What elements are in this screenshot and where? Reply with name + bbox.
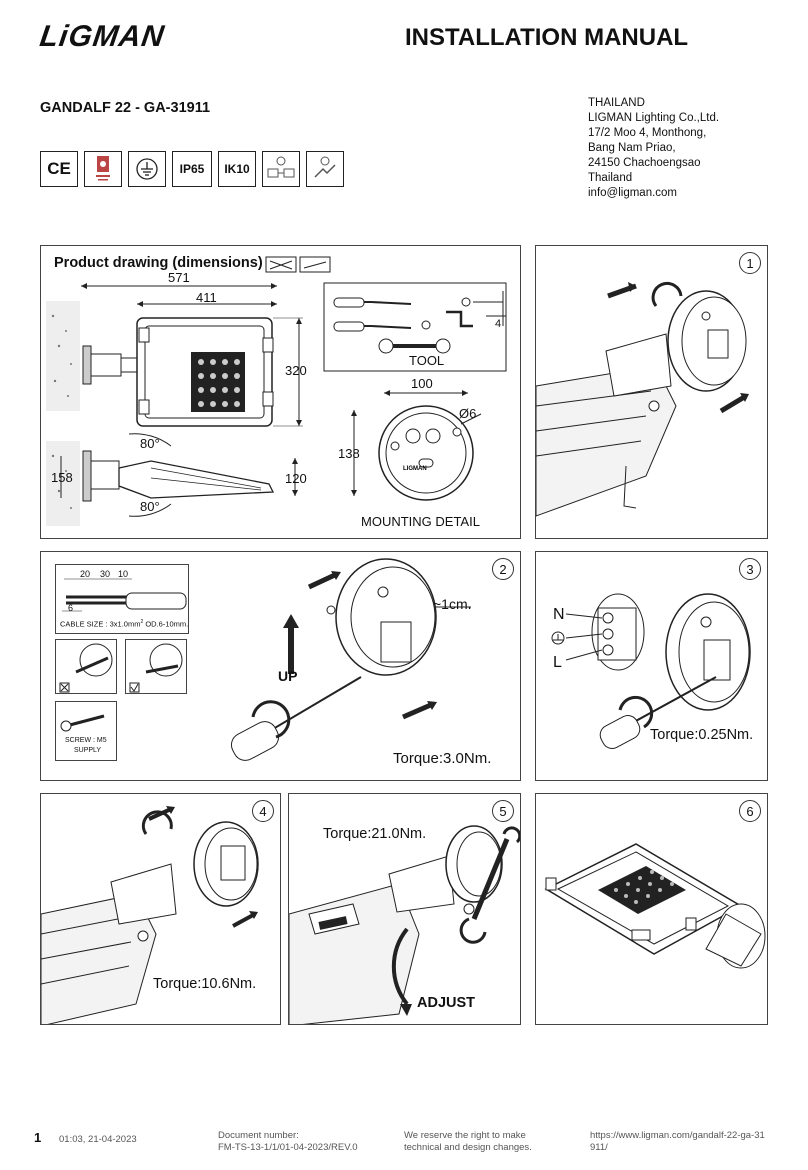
disclaimer-line: technical and design changes. bbox=[404, 1142, 532, 1153]
address-line: 17/2 Moo 4, Monthong, bbox=[588, 127, 707, 139]
screw-supply-detail: SCREW : M5 SUPPLY bbox=[55, 701, 117, 761]
step-number: 1 bbox=[739, 252, 761, 274]
print-timestamp: 01:03, 21-04-2023 bbox=[59, 1134, 137, 1145]
product-drawing-panel: Product drawing (dimensions) bbox=[40, 245, 521, 539]
disclaimer-line: We reserve the right to make bbox=[404, 1130, 526, 1141]
address-line: LIGMAN Lighting Co.,Ltd. bbox=[588, 112, 720, 124]
product-drawing-svg: LIGMAN bbox=[46, 256, 507, 526]
step-4-illustration bbox=[41, 806, 259, 1024]
step-5-torque: Torque:21.0Nm. bbox=[323, 826, 427, 842]
strip-dim-10: 10 bbox=[118, 569, 129, 579]
step-number: 2 bbox=[492, 558, 514, 580]
document-number: Document number: FM-TS-13-1/1/01-04-2023… bbox=[218, 1130, 358, 1154]
ik10-badge: IK10 bbox=[218, 151, 256, 187]
address-line: Thailand bbox=[588, 172, 633, 184]
strip-dim-6: 6 bbox=[68, 603, 74, 613]
address-line: THAILAND bbox=[588, 97, 645, 109]
page-title: INSTALLATION MANUAL bbox=[405, 24, 689, 51]
strip-dim-20: 20 bbox=[80, 569, 91, 579]
step-2-illustration bbox=[230, 558, 471, 761]
step-6-panel: 6 bbox=[535, 793, 768, 1025]
dim-320: 320 bbox=[285, 363, 307, 378]
step-1-illustration bbox=[536, 281, 749, 517]
drawing-title: Product drawing (dimensions) bbox=[54, 255, 263, 271]
driver-ip-icon bbox=[262, 151, 300, 187]
certification-row: CE IP65 IK10 bbox=[40, 151, 344, 187]
dim-100: 100 bbox=[411, 376, 433, 391]
screw-label: SCREW : M5 bbox=[65, 737, 107, 744]
angle-80-bottom: 80° bbox=[140, 499, 160, 514]
dim-diameter-6: Ø6 bbox=[459, 406, 477, 421]
cable-size-text: CABLE SIZE : 3x1.0mm2 OD.6-10mm. bbox=[60, 619, 189, 629]
docnum-label: Document number: bbox=[218, 1130, 299, 1141]
step-4-panel: 4 Torque:10.6Nm. bbox=[40, 793, 281, 1025]
product-url[interactable]: https://www.ligman.com/gandalf-22-ga-31 … bbox=[590, 1130, 765, 1154]
dim-571: 571 bbox=[168, 270, 190, 285]
step-5-panel: 5 Torque:21.0Nm. ADJUST bbox=[288, 793, 521, 1025]
docnum-value: FM-TS-13-1/1/01-04-2023/REV.0 bbox=[218, 1142, 358, 1153]
strip-dim-30: 30 bbox=[100, 569, 111, 579]
mounting-logo-text: LIGMAN bbox=[403, 466, 427, 472]
supply-label: SUPPLY bbox=[74, 747, 102, 754]
ground-protection-icon bbox=[128, 151, 166, 187]
dim-4: 4 bbox=[495, 318, 502, 330]
step-3-panel: 3 N L Torque:0.25Nm. bbox=[535, 551, 768, 781]
step-5-illustration bbox=[289, 825, 520, 1024]
wrong-mounting-detail bbox=[55, 639, 117, 694]
angle-80-top: 80° bbox=[140, 436, 160, 451]
tool-label: TOOL bbox=[409, 353, 445, 368]
disclaimer: We reserve the right to make technical a… bbox=[404, 1130, 532, 1154]
cable-od: OD.6-10mm. bbox=[145, 619, 189, 629]
dim-120: 120 bbox=[285, 471, 307, 486]
ce-mark-icon: CE bbox=[40, 151, 78, 187]
adjust-label: ADJUST bbox=[417, 995, 476, 1011]
url-line[interactable]: https://www.ligman.com/gandalf-22-ga-31 bbox=[590, 1130, 765, 1141]
correct-mounting-detail bbox=[125, 639, 187, 694]
step-number: 4 bbox=[252, 800, 274, 822]
dim-411: 411 bbox=[196, 290, 217, 305]
company-address: THAILAND LIGMAN Lighting Co.,Ltd. 17/2 M… bbox=[588, 96, 719, 201]
reach-icon bbox=[84, 151, 122, 187]
gap-1cm-label: ~1cm. bbox=[433, 596, 472, 612]
dim-158: 158 bbox=[51, 470, 73, 485]
line-label: L bbox=[553, 654, 562, 671]
step-4-torque: Torque:10.6Nm. bbox=[153, 976, 257, 992]
cable-strip-detail: 20 30 10 6 CABLE SIZE : 3x1.0mm2 OD.6-10… bbox=[55, 564, 189, 634]
address-line: 24150 Chachoengsao bbox=[588, 157, 701, 169]
step-number: 6 bbox=[739, 800, 761, 822]
address-email: info@ligman.com bbox=[588, 187, 678, 199]
address-line: Bang Nam Priao, bbox=[588, 142, 676, 154]
step-3-torque: Torque:0.25Nm. bbox=[650, 727, 754, 743]
neutral-label: N bbox=[553, 606, 565, 623]
up-label: UP bbox=[278, 668, 298, 684]
step-number: 3 bbox=[739, 558, 761, 580]
step-number: 5 bbox=[492, 800, 514, 822]
step-6-illustration bbox=[544, 843, 766, 969]
step-2-torque: Torque:3.0Nm. bbox=[393, 750, 492, 767]
ligman-logo: LiGMAN bbox=[37, 20, 167, 53]
step-1-panel: 1 bbox=[535, 245, 768, 539]
step-3-illustration bbox=[551, 593, 751, 749]
page-number: 1 bbox=[34, 1130, 42, 1145]
dim-138: 138 bbox=[338, 446, 360, 461]
url-line[interactable]: 911/ bbox=[590, 1142, 608, 1153]
product-name: GANDALF 22 - GA-31911 bbox=[40, 100, 211, 116]
step-2-panel: 2 20 30 10 6 CABLE SIZE : 3x1.0mm2 OD.6-… bbox=[40, 551, 521, 781]
tool-free-icon bbox=[306, 151, 344, 187]
mounting-detail-label: MOUNTING DETAIL bbox=[361, 514, 480, 529]
ip65-badge: IP65 bbox=[172, 151, 212, 187]
cable-size: CABLE SIZE : 3x1.0mm bbox=[60, 619, 141, 629]
